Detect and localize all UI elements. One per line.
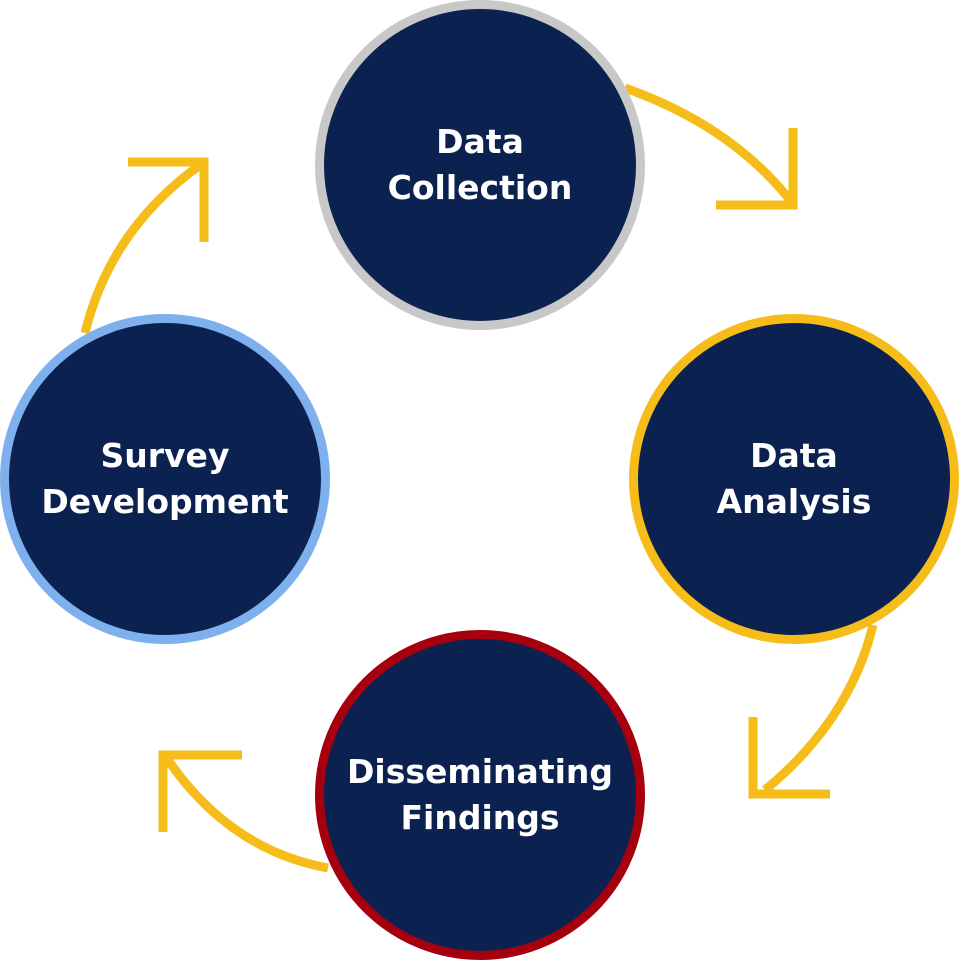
node-label-line: Survey <box>100 436 230 475</box>
node-label-line: Analysis <box>716 482 872 521</box>
node-data-analysis: Data Analysis <box>629 314 959 644</box>
arrowhead-survey-to-collection <box>128 157 209 242</box>
node-label: Data Analysis <box>717 433 872 525</box>
node-label-line: Collection <box>387 168 573 207</box>
arrowhead-dissem-to-survey <box>158 750 242 832</box>
arrow-analysis-to-dissem <box>762 623 878 794</box>
arrow-survey-to-collection <box>80 161 203 335</box>
arrow-dissem-to-survey <box>164 757 329 873</box>
node-label-line: Data <box>750 436 838 475</box>
node-label-line: Findings <box>400 798 560 837</box>
node-label: Data Collection <box>388 119 573 211</box>
node-label-line: Development <box>41 482 289 521</box>
arrowhead-analysis-to-dissem <box>748 717 830 799</box>
node-label: Disseminating Findings <box>347 749 613 841</box>
node-survey-development: Survey Development <box>0 314 330 644</box>
node-data-collection: Data Collection <box>315 0 645 330</box>
node-label-line: Disseminating <box>346 752 614 791</box>
arrow-collection-to-analysis <box>623 83 794 203</box>
node-label: Survey Development <box>41 433 288 525</box>
node-label-line: Data <box>436 122 524 161</box>
node-disseminating-findings: Disseminating Findings <box>315 630 645 960</box>
arrowhead-collection-to-analysis <box>716 128 798 210</box>
